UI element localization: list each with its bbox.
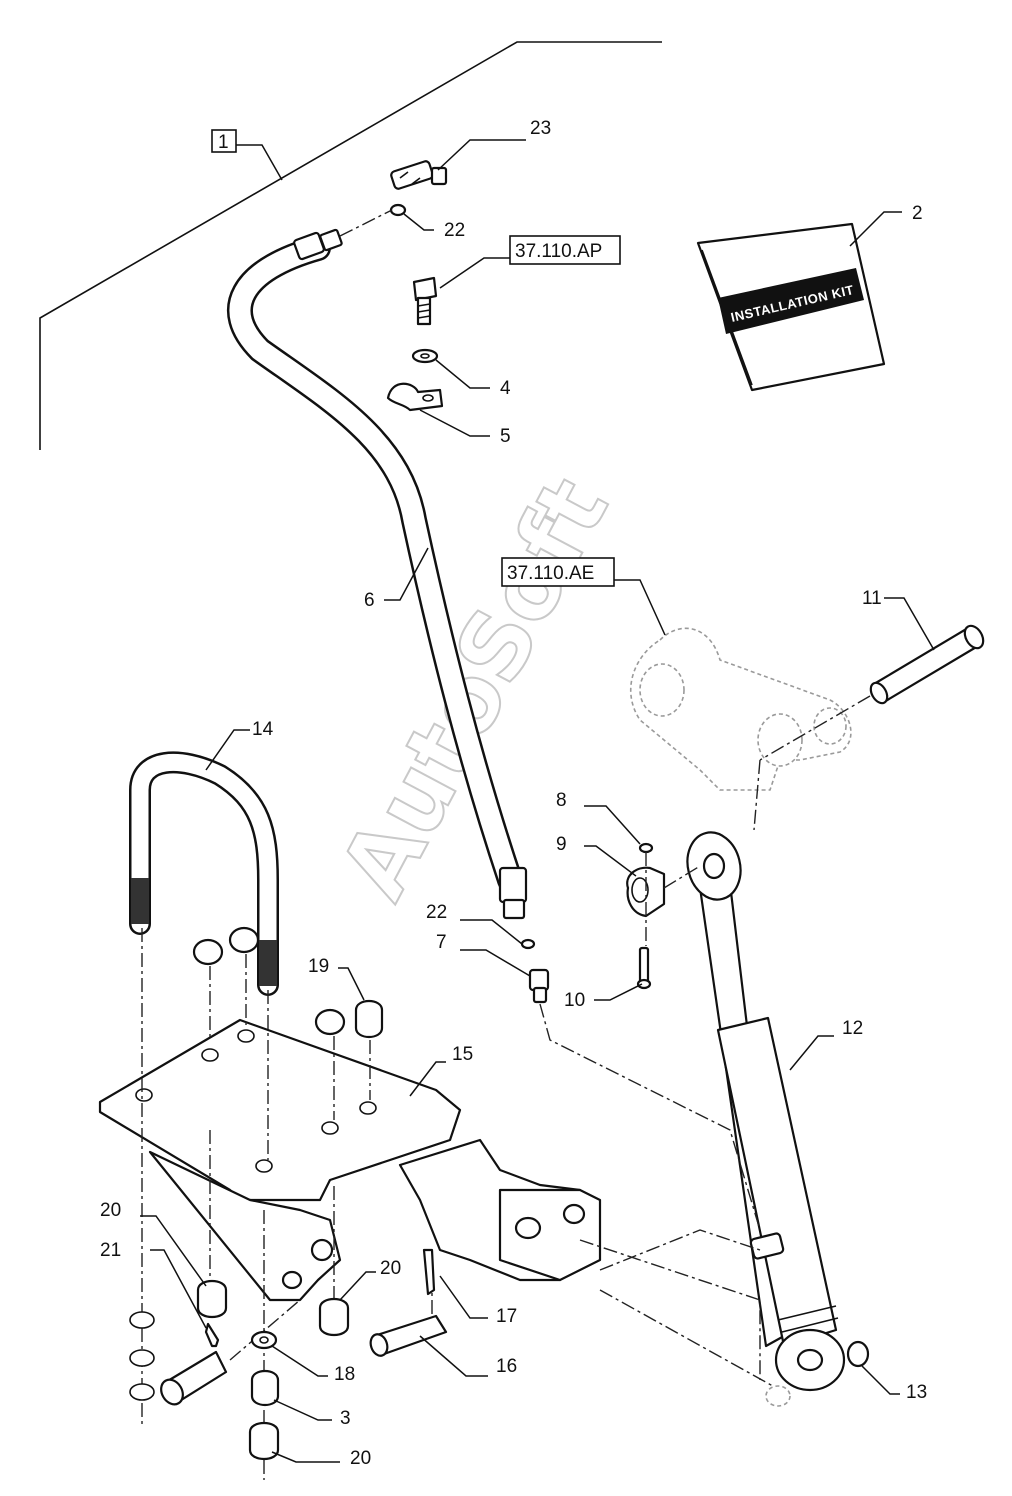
nut-20-bottom [248,1421,280,1461]
ghost-nut [765,1385,791,1407]
assembly-line-fitting [539,1003,761,1231]
upper-nuts [192,926,384,1039]
svg-text:3: 3 [340,1408,351,1429]
clevis-pin-right [369,1314,448,1357]
cotter-pin-left [204,1322,220,1348]
section-ref-box[interactable]: 1 [211,129,283,181]
assembly-line-hose-top [339,209,393,237]
assembly-line-pin [759,695,871,761]
locking-collar [626,866,666,918]
callout-4: 4 [435,359,511,399]
svg-text:19: 19 [308,956,329,977]
callout-14: 14 [205,719,274,771]
nut-20-left [196,1279,228,1319]
callout-12: 12 [789,1018,863,1071]
callout-23: 23 [437,118,551,171]
callout-17: 17 [439,1275,517,1327]
callout-20-right: 20 [339,1258,401,1301]
clamp-bolt [412,276,438,326]
washer [411,348,439,364]
callout-6: 6 [364,547,429,611]
o-ring [389,203,407,217]
lower-washers-left [129,1311,155,1401]
callout-9: 9 [556,834,637,877]
svg-text:10: 10 [564,990,585,1011]
callout-2: 2 [849,203,923,247]
washer-18 [250,1330,278,1350]
svg-text:17: 17 [496,1306,517,1327]
callout-7: 7 [436,932,531,977]
assembly-line-arm [753,759,761,831]
svg-text:9: 9 [556,834,567,855]
hydraulic-hose [227,228,528,920]
svg-text:4: 4 [500,378,511,399]
svg-text:16: 16 [496,1356,517,1377]
collar-bolt [636,946,652,990]
svg-text:7: 7 [436,932,447,953]
retaining-ring [846,1340,870,1368]
grease-nipple [638,842,654,854]
callout-16: 16 [419,1335,517,1377]
cotter-pin-right [422,1248,436,1296]
svg-text:37.110.AP: 37.110.AP [515,241,602,262]
callout-15: 15 [409,1044,473,1097]
svg-text:6: 6 [364,590,375,611]
clevis-pin-left [160,1350,228,1406]
mounting-bracket [98,1018,602,1302]
straight-fitting [528,968,550,1004]
callout-13: 13 [861,1365,927,1403]
svg-text:20: 20 [350,1448,371,1469]
nut-20-right [318,1297,350,1337]
svg-text:15: 15 [452,1044,473,1065]
svg-text:13: 13 [906,1382,927,1403]
svg-text:2: 2 [912,203,923,224]
installation-kit-manual: INSTALLATION KIT [696,222,886,392]
callout-22-top: 22 [403,213,465,241]
elbow-fitting [390,160,448,190]
svg-text:22: 22 [444,220,465,241]
ref-box-lift-arm[interactable]: 37.110.AE [501,557,666,636]
callout-22-bottom: 22 [426,902,523,945]
callout-10: 10 [564,983,643,1011]
watermark: AutoSoft [320,461,629,915]
hose-clamp [386,382,444,412]
pivot-pin [869,624,985,705]
u-bolt [129,751,279,996]
callout-8: 8 [556,790,641,845]
svg-text:18: 18 [334,1364,355,1385]
svg-text:8: 8 [556,790,567,811]
svg-text:22: 22 [426,902,447,923]
svg-text:20: 20 [380,1258,401,1279]
svg-text:14: 14 [252,719,274,740]
callout-3: 3 [273,1399,351,1429]
callout-21: 21 [100,1240,207,1329]
svg-text:21: 21 [100,1240,121,1261]
svg-text:1: 1 [218,132,229,153]
o-ring-lower [520,938,536,950]
svg-text:20: 20 [100,1200,121,1221]
lift-arm-ghost [630,627,852,791]
assembly-line-collar [663,865,701,889]
svg-text:23: 23 [530,118,551,139]
svg-text:12: 12 [842,1018,863,1039]
callout-5: 5 [419,409,511,447]
nut-3 [250,1369,280,1407]
svg-text:5: 5 [500,426,511,447]
svg-text:11: 11 [862,588,882,609]
section-frame-line [39,41,662,450]
callout-18: 18 [271,1345,355,1385]
callout-20-left: 20 [100,1200,207,1287]
callout-19: 19 [308,956,365,1001]
lift-cylinder [686,831,846,1392]
callout-11: 11 [862,588,935,651]
svg-text:37.110.AE: 37.110.AE [507,563,594,584]
ref-box-hose-connection[interactable]: 37.110.AP [439,235,621,289]
callout-20-bottom: 20 [271,1448,371,1469]
